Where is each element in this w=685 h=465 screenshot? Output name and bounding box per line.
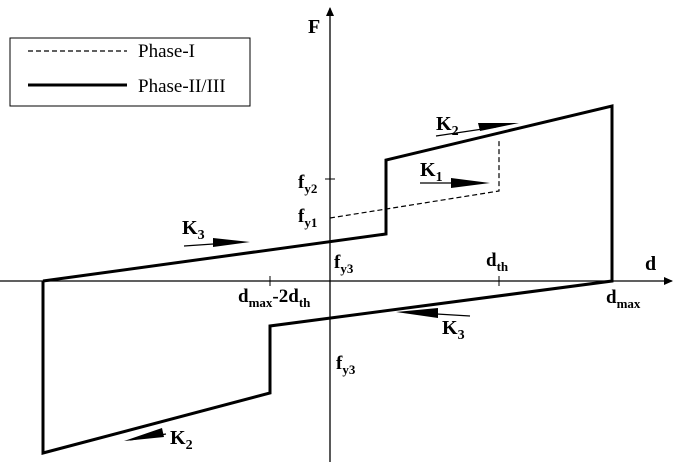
legend-box: [9, 37, 251, 107]
x-axis-label: d: [645, 253, 656, 275]
legend-phase23-label: Phase-II/III: [138, 76, 226, 97]
dmin-label: dmax-2dth: [238, 286, 311, 310]
k1-label: K1: [420, 159, 443, 185]
k1-arrow: [420, 178, 490, 188]
dth-label: dth: [486, 250, 509, 274]
legend: Phase-I Phase-II/III: [9, 37, 251, 107]
k3-right-label: K3: [442, 317, 465, 343]
k2-top-label: K2: [436, 113, 459, 139]
k2-bottom-label: K2: [170, 427, 193, 453]
dmax-label: dmax: [606, 287, 641, 311]
phase1-line: [329, 141, 500, 219]
y-axis-label: F: [308, 16, 320, 38]
legend-phase1-label: Phase-I: [138, 41, 195, 62]
phase23-loop: [41, 104, 614, 455]
k2-top-arrow: [435, 123, 519, 137]
fy1-label: fy1: [298, 206, 317, 230]
fy3-pos-label: fy3: [334, 252, 354, 276]
fy2-label: fy2: [298, 172, 317, 196]
k3-left-label: K3: [182, 217, 205, 243]
k2-bottom-arrow: [124, 428, 167, 441]
k3-left-arrow: [183, 238, 250, 247]
k3-right-arrow: [396, 308, 471, 318]
fy3-neg-label: fy3: [336, 353, 356, 377]
